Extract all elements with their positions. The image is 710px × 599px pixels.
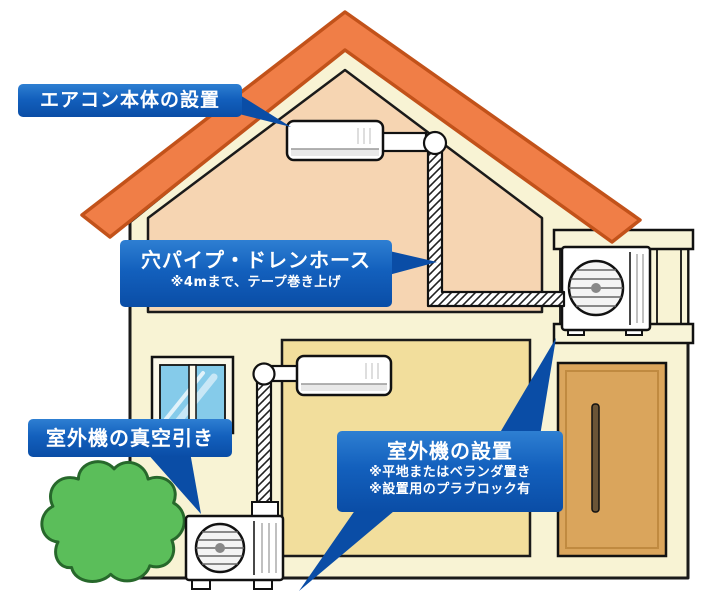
callout-ac-install: エアコン本体の設置 xyxy=(18,84,242,117)
refrigerant-hose-lower xyxy=(252,362,304,518)
callout-outdoor-note2: ※設置用のプラブロック有 xyxy=(369,482,531,497)
callout-outdoor-title: 室外機の設置 xyxy=(387,439,513,463)
refrigerant-hose-upper xyxy=(378,130,566,308)
window xyxy=(150,355,235,435)
callout-outdoor-install: 室外機の設置 ※平地またはベランダ置き ※設置用のプラブロック有 xyxy=(337,431,563,512)
callout-vacuum-title: 室外機の真空引き xyxy=(46,426,214,450)
indoor-unit-lower xyxy=(295,354,393,397)
balcony-outdoor-unit xyxy=(560,245,652,336)
indoor-unit-upper xyxy=(285,119,385,162)
callout-tail-outdoor-down xyxy=(299,506,400,591)
entrance-door xyxy=(556,361,668,558)
wall-hole-upper xyxy=(422,130,448,156)
callout-pipe-drain-hose: 穴パイプ・ドレンホース ※4mまで、テープ巻き上げ xyxy=(120,240,392,307)
roof xyxy=(80,10,642,244)
callout-outdoor-note1: ※平地またはベランダ置き xyxy=(369,465,531,480)
callout-tail-vacuum xyxy=(146,452,201,514)
callout-tail-outdoor-up xyxy=(498,338,556,436)
callout-ac-title: エアコン本体の設置 xyxy=(39,89,220,111)
callout-pipe-title: 穴パイプ・ドレンホース xyxy=(141,248,371,272)
callout-tail-pipe xyxy=(385,250,437,276)
garden-bush xyxy=(40,460,186,583)
callout-vacuum-pull: 室外機の真空引き xyxy=(28,419,232,457)
callout-tail-ac xyxy=(235,92,291,127)
wall-hole-lower xyxy=(252,362,276,386)
ground-outdoor-unit xyxy=(184,501,285,590)
callout-pipe-note: ※4mまで、テープ巻き上げ xyxy=(170,275,342,290)
